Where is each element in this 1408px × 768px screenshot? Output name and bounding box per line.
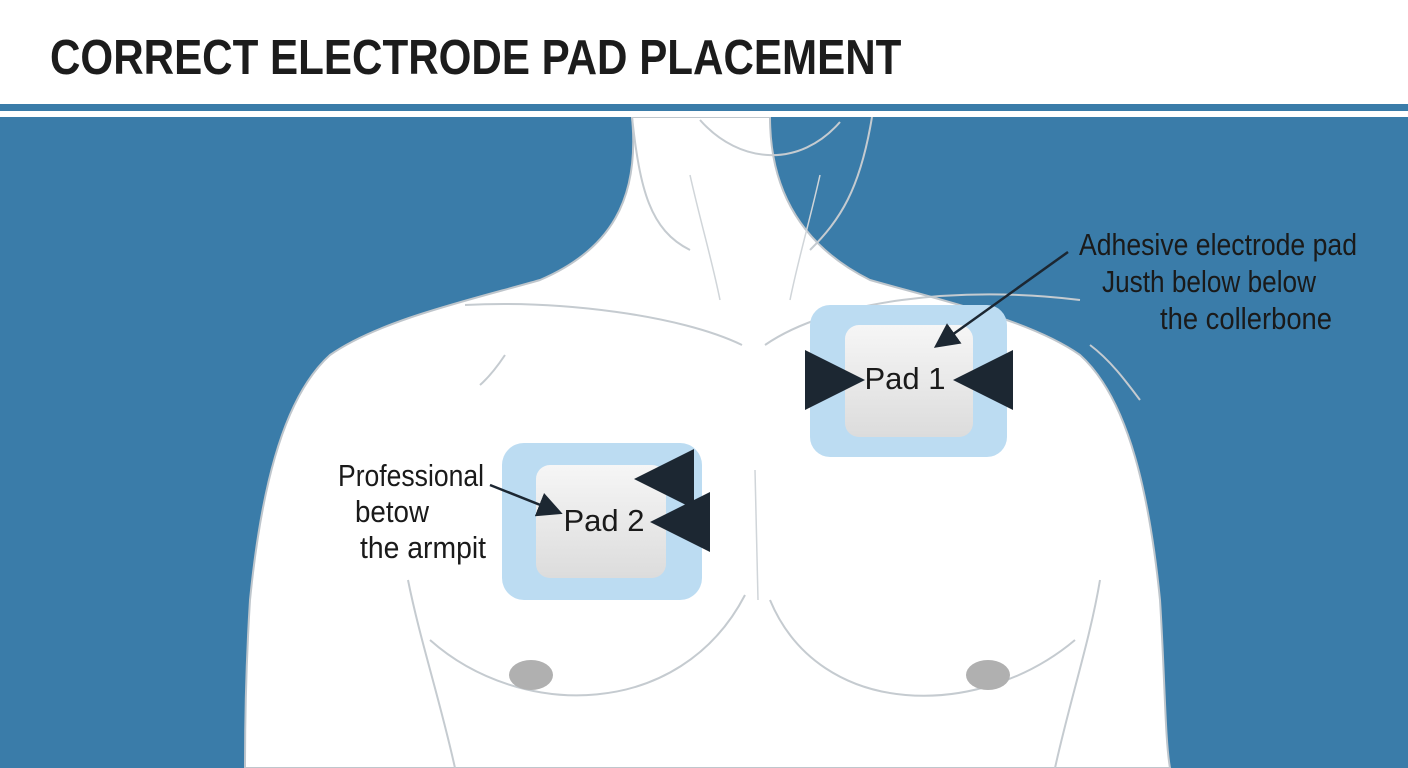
pad-2-label: Pad 2 [563, 503, 644, 538]
nipple-left [509, 660, 553, 690]
pad-1-label: Pad 1 [864, 361, 945, 396]
torso-outline [244, 117, 1172, 768]
shoulder-crease-right [1089, 344, 1141, 401]
neck-right-line [809, 117, 873, 251]
pad-1-callout-line-2: Justh below below [1102, 264, 1317, 299]
neck-left-line [631, 117, 691, 251]
throat-line-left [689, 174, 721, 301]
pectoral-right [769, 599, 1076, 697]
torso-diagram: Pad 1 Pad 2 Adhesive electrode pad Justh… [244, 117, 1357, 768]
pad-2-callout-line-1: Professional [338, 458, 484, 493]
pad-2: Pad 2 [502, 443, 710, 600]
header: CORRECT ELECTRODE PAD PLACEMENT [0, 0, 1408, 104]
collarbone-left [464, 303, 743, 346]
chin-line [699, 119, 841, 157]
pad-2-callout-leader [489, 483, 563, 517]
diagram-canvas: Pad 1 Pad 2 Adhesive electrode pad Justh… [0, 117, 1408, 768]
pad-1-callout-line-3: the collerbone [1160, 301, 1332, 336]
pad-1-electrode [845, 325, 973, 437]
armpit-line-left [407, 579, 456, 768]
pad-2-electrode [536, 465, 666, 578]
throat-line-right [789, 174, 821, 301]
pectoral-left [429, 594, 746, 697]
pad-1-callout: Adhesive electrode pad Justh below below… [933, 227, 1357, 348]
shoulder-crease-left [479, 354, 506, 386]
pad-1-callout-line-1: Adhesive electrode pad [1079, 227, 1357, 262]
armpit-line-right [1054, 579, 1101, 768]
pad-2-callout: Professional betow the armpit [338, 458, 563, 565]
pad-1-callout-leader [933, 250, 1069, 348]
nipple-right [966, 660, 1010, 690]
header-divider [0, 104, 1408, 111]
sternum-line [754, 469, 759, 601]
pad-2-callout-line-2: betow [355, 494, 430, 529]
pad-2-callout-line-3: the armpit [360, 530, 486, 565]
pad-1: Pad 1 [805, 305, 1013, 457]
page-title: CORRECT ELECTRODE PAD PLACEMENT [50, 31, 902, 85]
collarbone-right [764, 293, 1081, 346]
